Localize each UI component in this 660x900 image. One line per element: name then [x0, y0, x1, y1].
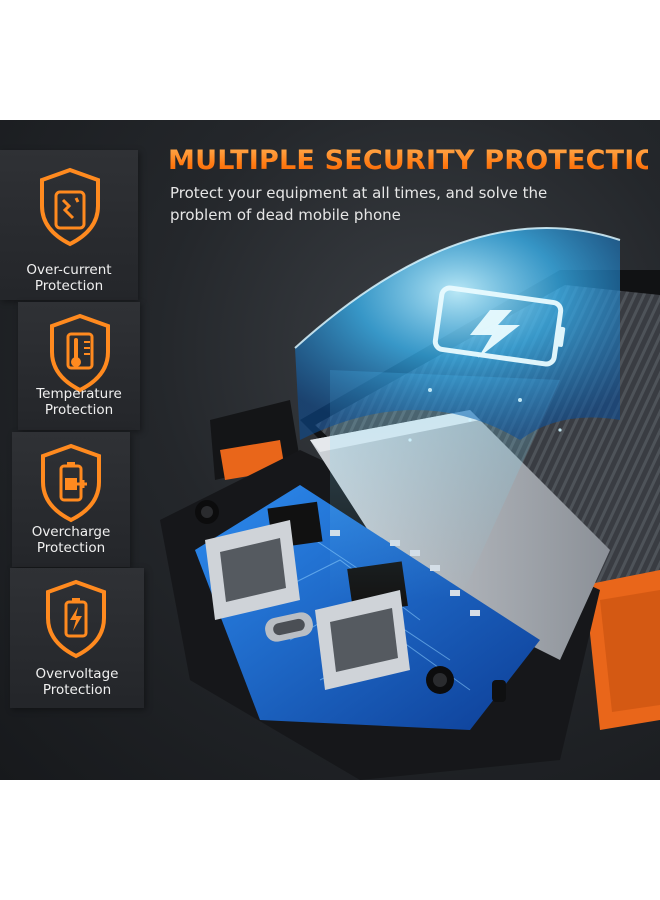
subtitle: Protect your equipment at all times, and… — [170, 184, 548, 224]
feature-card-overvoltage: Overvoltage Protection — [10, 568, 144, 708]
shield-battery-bolt-icon — [46, 579, 106, 659]
feature-label: Overvoltage Protection — [35, 666, 119, 698]
feature-label: Over-current Protection — [26, 262, 112, 294]
feature-label: Temperature Protection — [36, 386, 122, 418]
power-bank-illustration — [160, 227, 660, 780]
feature-card-overcharge: Overcharge Protection — [12, 432, 130, 567]
headline: MULTIPLE SECURITY PROTECTION — [168, 145, 660, 176]
feature-label: Overcharge Protection — [31, 524, 111, 556]
feature-card-temperature: Temperature Protection — [18, 302, 140, 430]
shield-circuit-icon — [40, 167, 100, 247]
shield-thermometer-icon — [50, 313, 110, 393]
shield-battery-plug-icon — [41, 443, 101, 523]
product-banner: MULTIPLE SECURITY PROTECTION Protect you… — [0, 120, 660, 780]
feature-card-overcurrent: Over-current Protection — [0, 150, 138, 300]
